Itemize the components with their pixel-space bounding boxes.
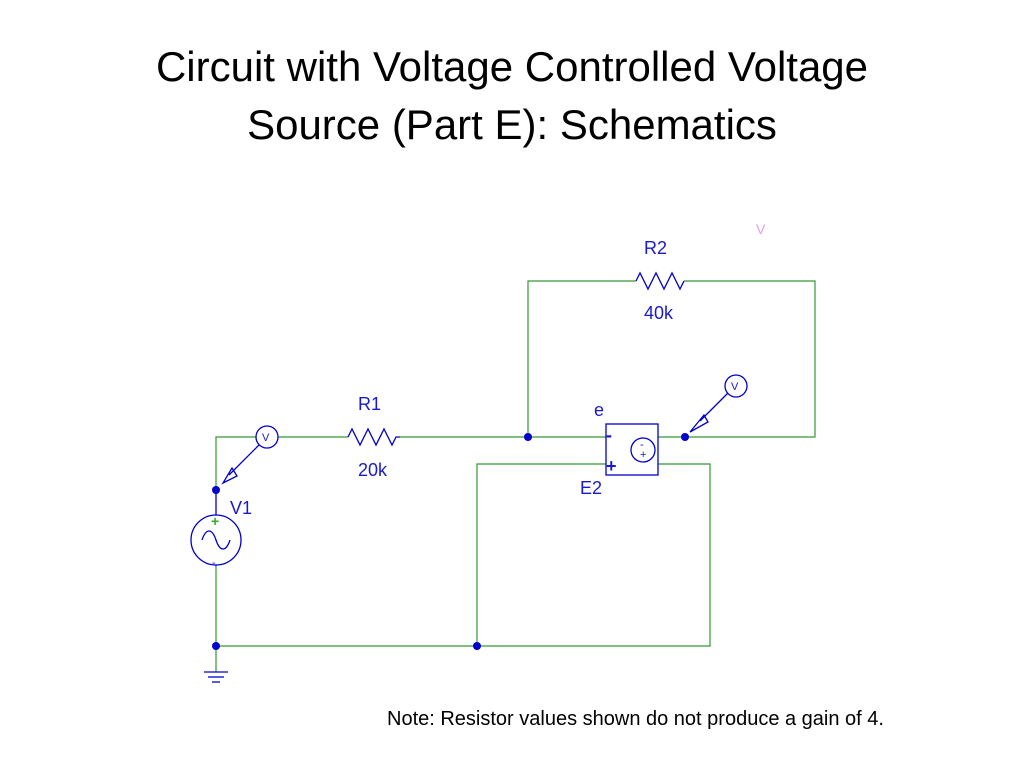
resistor-r2-name: R2	[644, 238, 667, 258]
junctions	[212, 433, 689, 650]
vcvs-e2-body	[605, 423, 659, 476]
voltage-probe-v1-icon: V	[221, 425, 279, 485]
resistor-r2: R2 40k	[635, 238, 685, 323]
footnote: Note: Resistor values shown do not produ…	[387, 708, 884, 730]
vcvs-e2-inner-plus: +	[640, 449, 646, 461]
resistor-r2-zigzag	[635, 271, 685, 291]
wires	[215, 280, 816, 672]
source-v1-minus: -	[212, 557, 216, 569]
source-v1-plus: +	[211, 513, 219, 529]
junction-dot	[681, 433, 689, 441]
voltage-probe-output-label: V	[731, 381, 739, 393]
junction-dot	[212, 642, 220, 650]
wire-feedback-right	[684, 280, 816, 438]
sine-wave-icon	[201, 530, 231, 550]
junction-dot	[524, 433, 532, 441]
vcvs-e2-source-circle	[630, 437, 656, 463]
resistor-r1-zigzag	[347, 427, 400, 447]
source-v1-name: V1	[230, 498, 252, 518]
source-v1: + - V1	[190, 490, 252, 569]
vcvs-e2-name: E2	[580, 478, 602, 498]
resistor-r1: R1 20k	[347, 394, 400, 480]
resistor-r2-value: 40k	[644, 303, 674, 323]
resistor-r1-name: R1	[358, 394, 381, 414]
slide-title-line-2: Source (Part E): Schematics	[247, 101, 777, 148]
junction-dot	[473, 642, 481, 650]
resistor-r1-value: 20k	[358, 460, 388, 480]
slide-title-line-1: Circuit with Voltage Controlled Voltage	[155, 43, 869, 90]
vcvs-e2-plus-pin: +	[606, 456, 617, 476]
vcvs-e2: - + - + e E2	[580, 400, 659, 498]
wire-e2-plus-to-ground	[476, 463, 606, 646]
wire-e2-out-minus	[216, 463, 711, 647]
wire-v1-to-probe	[215, 436, 256, 490]
ground-symbol-icon	[204, 671, 228, 683]
vcvs-e2-inner-minus: -	[640, 439, 644, 451]
voltage-probe-output-icon: V	[689, 374, 748, 433]
voltage-probe-v1-label: V	[262, 432, 270, 444]
wire-feedback-left	[527, 280, 636, 437]
vcvs-e2-net-label: e	[594, 400, 604, 420]
faint-voltage-marker: V	[756, 221, 766, 237]
slide-title: Circuit with Voltage Controlled Voltage …	[62, 38, 962, 154]
vcvs-e2-minus-pin: -	[606, 425, 612, 445]
